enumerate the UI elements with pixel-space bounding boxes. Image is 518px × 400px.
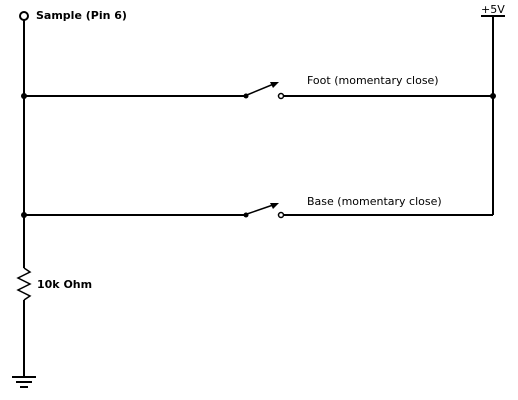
- foot-switch-label: Foot (momentary close): [307, 74, 439, 87]
- foot-switch: [243, 82, 285, 100]
- resistor-label: 10k Ohm: [37, 278, 92, 291]
- base-switch-label: Base (momentary close): [307, 195, 442, 208]
- sample-terminal: [19, 11, 29, 21]
- sample-label: Sample (Pin 6): [36, 9, 127, 22]
- base-switch: [243, 203, 285, 219]
- vcc-label: +5V: [481, 3, 505, 16]
- foot-junction-dot: [21, 93, 27, 99]
- base-junction-dot: [21, 212, 27, 218]
- ground-icon: [12, 376, 36, 388]
- resistor: [16, 267, 32, 301]
